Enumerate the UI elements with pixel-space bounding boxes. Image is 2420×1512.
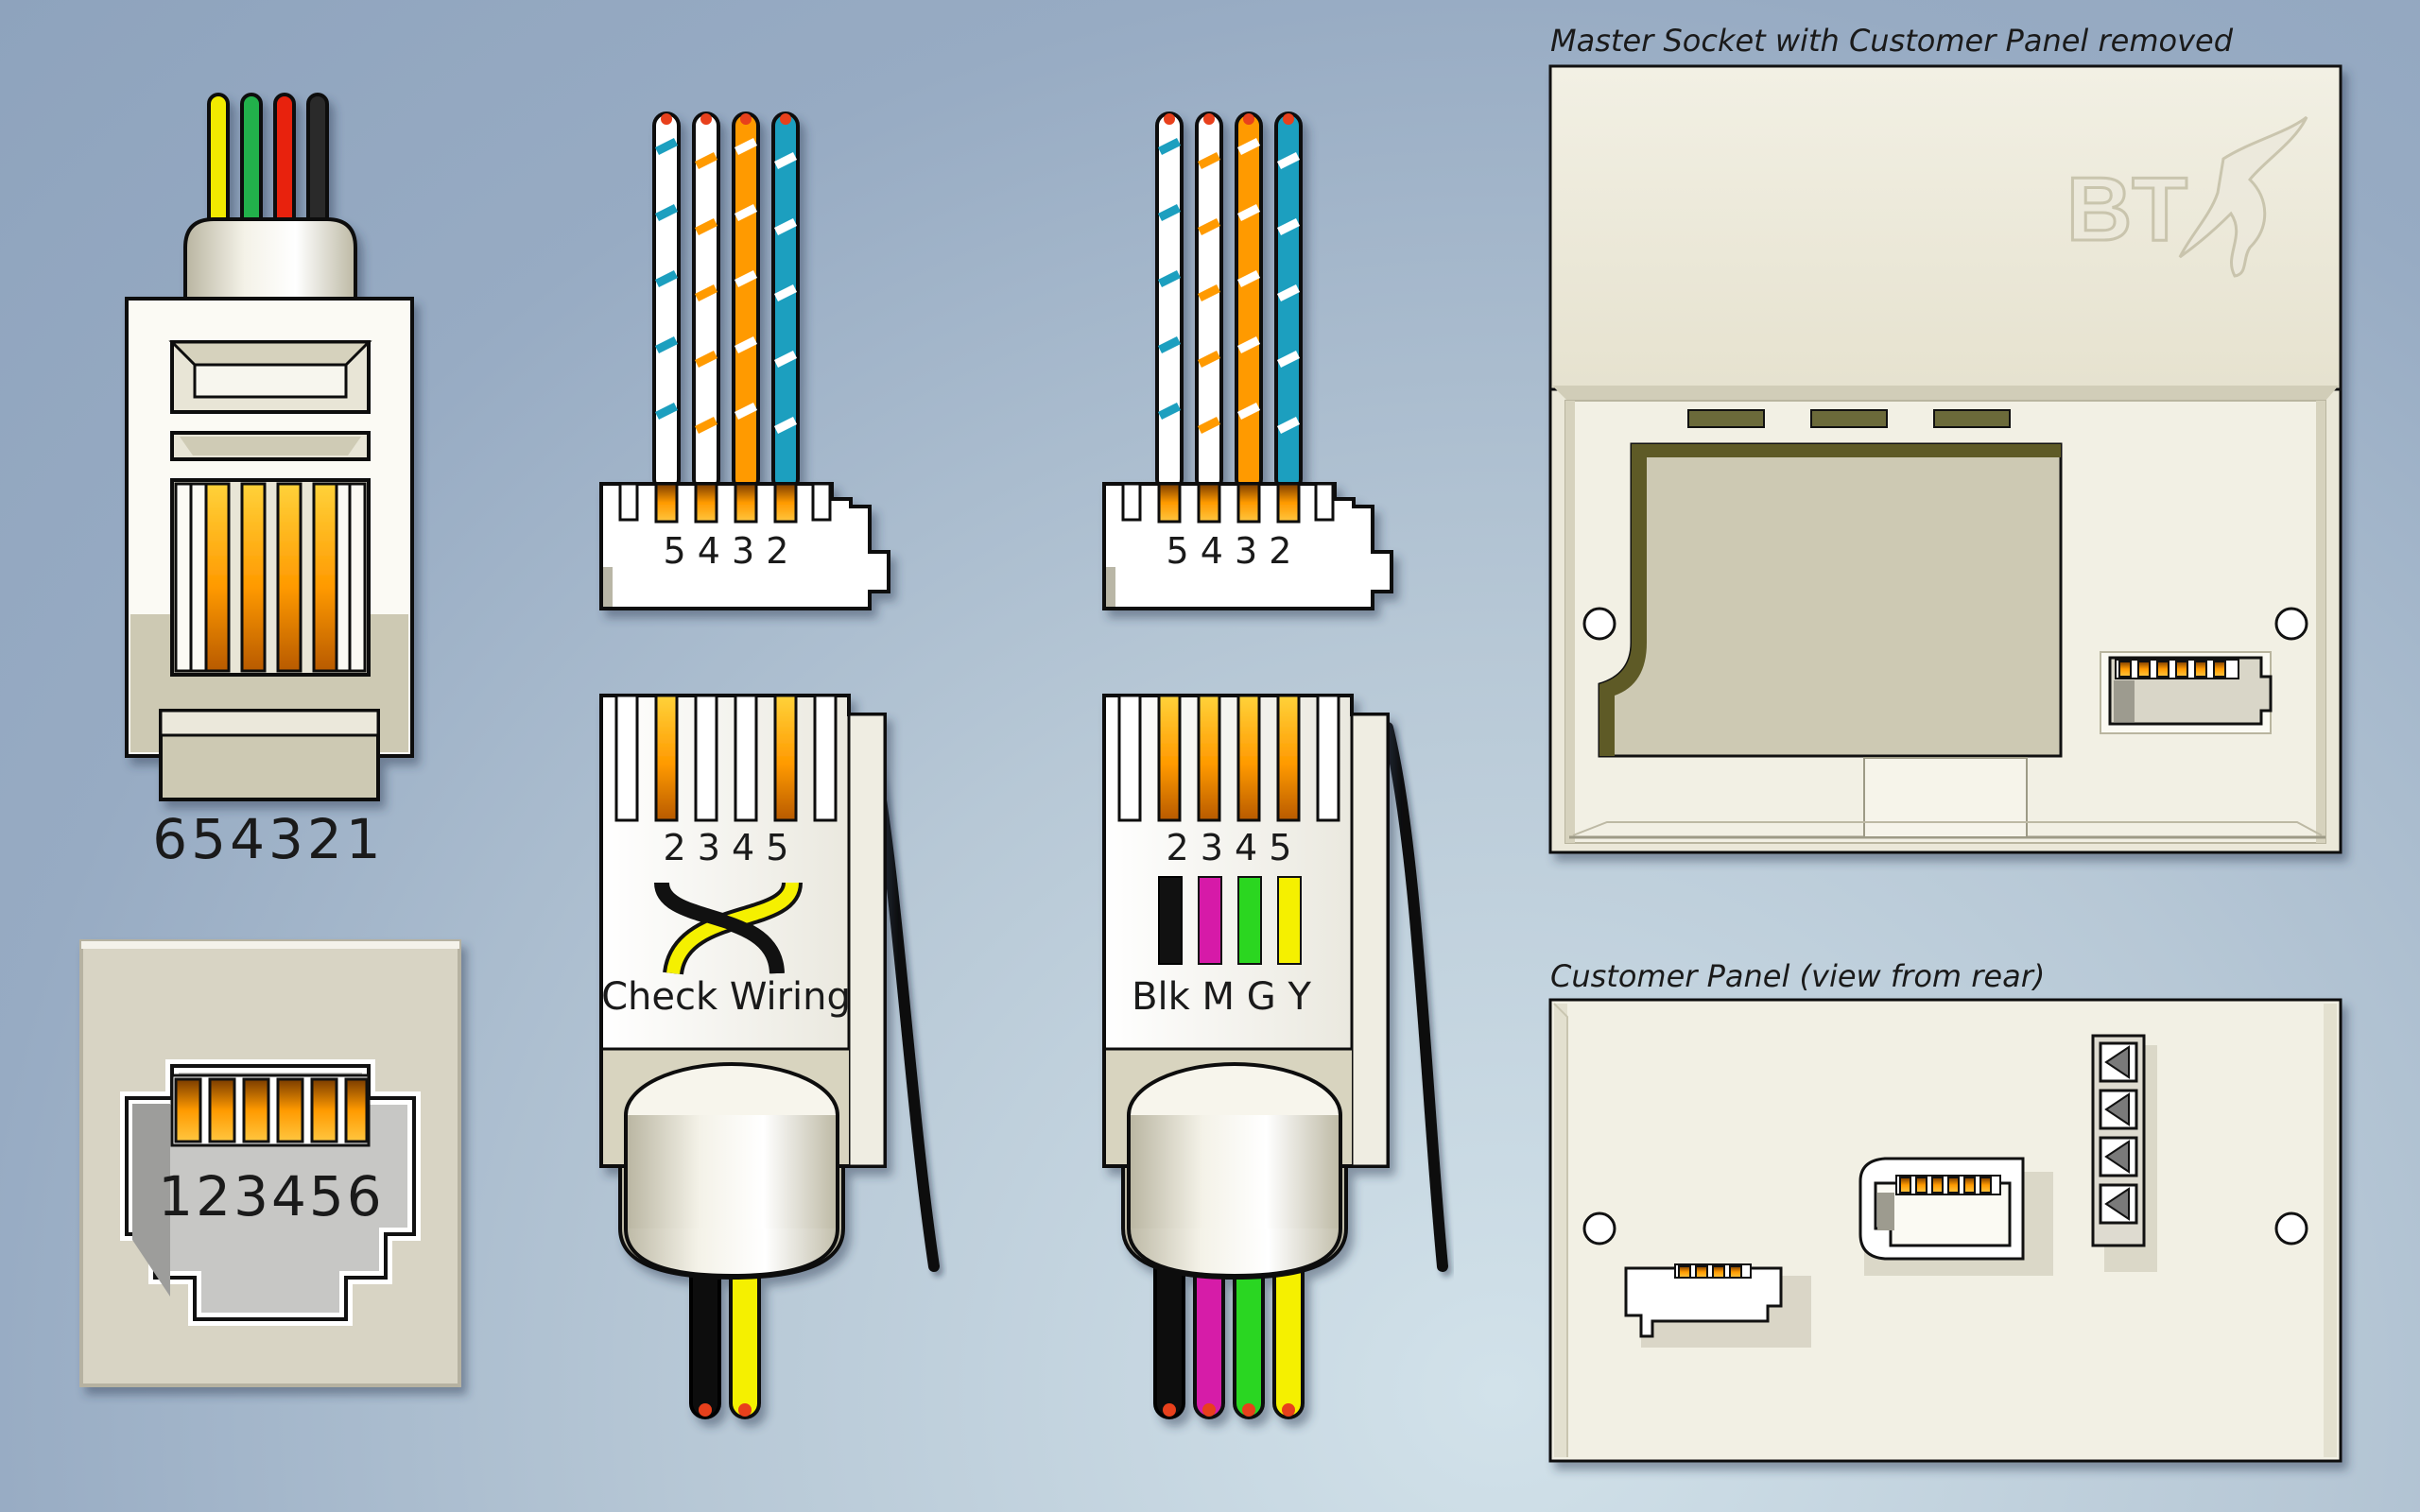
master-socket-top-cover: [1548, 64, 2342, 391]
rj11-plug-contacts: [170, 478, 371, 677]
bt-logo: BT: [2066, 115, 2308, 278]
screw-hole-icon: [2274, 1211, 2308, 1246]
colour-code-tail-cable: [1382, 722, 1448, 1272]
idc-connector-left: [599, 112, 890, 610]
customer-panel-caption: Customer Panel (view from rear): [1550, 958, 2045, 994]
plug-check-wiring: [599, 694, 940, 1419]
idc-right-pin-numbers: 5 4 3 2: [1167, 530, 1292, 572]
customer-panel-idc-connector: [1624, 1263, 1811, 1348]
check-wiring-contacts: [614, 694, 838, 822]
check-wiring-label: Check Wiring: [601, 975, 851, 1019]
rj11-plug-pin-numbers: 654321: [152, 807, 384, 871]
idc-left-pin-numbers: 5 4 3 2: [664, 530, 789, 572]
master-socket-caption: Master Socket with Customer Panel remove…: [1550, 23, 2234, 59]
rj11-socket: 123456: [79, 939, 461, 1387]
idc-right-slots: [1121, 482, 1335, 524]
customer-panel-rj11-socket: [1858, 1157, 2053, 1276]
colour-code-swatches: [1158, 876, 1302, 965]
plug-colour-code: [1102, 694, 1448, 1419]
idc-left-wires: [652, 112, 800, 493]
idc-left-slots: [618, 482, 832, 524]
check-wiring-pin-numbers: 2 3 4 5: [664, 827, 789, 868]
master-socket-recess: [1598, 442, 2063, 758]
colour-code-label: Blk M G Y: [1132, 975, 1311, 1019]
rj11-plug: [125, 93, 414, 801]
idc-connector-right: [1102, 112, 1393, 610]
master-test-socket: [2100, 651, 2273, 734]
colour-code-contacts: [1117, 694, 1340, 822]
master-socket: BT: [1548, 64, 2342, 854]
rj11-plug-wires: [207, 93, 329, 229]
crossover-wires-icon: [654, 881, 803, 976]
rj11-socket-pin-numbers: 123456: [158, 1164, 384, 1228]
customer-panel-terminal-block: [2091, 1034, 2157, 1272]
rj11-plug-boot: [183, 217, 357, 304]
rj11-socket-contacts: [170, 1074, 371, 1147]
screw-hole-icon: [1582, 607, 1616, 641]
colour-code-pin-numbers: 2 3 4 5: [1167, 827, 1292, 868]
screw-hole-icon: [2274, 607, 2308, 641]
svg-text:BT: BT: [2066, 159, 2187, 260]
screw-hole-icon: [1582, 1211, 1616, 1246]
idc-right-wires: [1155, 112, 1303, 493]
customer-panel: [1548, 998, 2342, 1463]
